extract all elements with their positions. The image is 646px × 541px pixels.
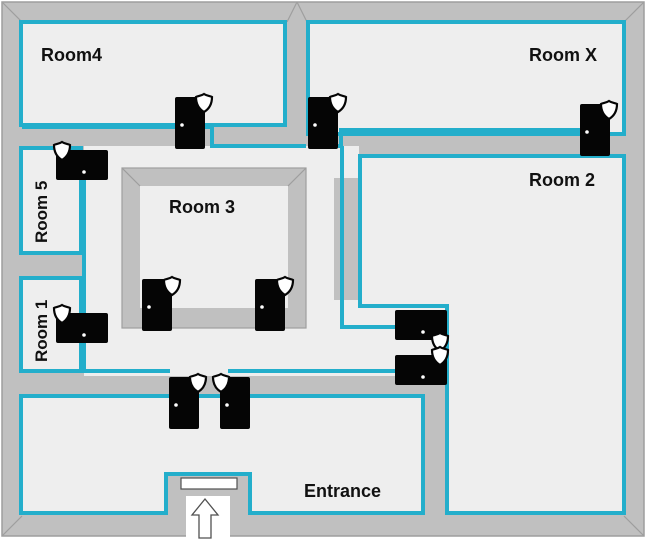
roomx-label: Room X <box>529 45 597 65</box>
entrance-label: Entrance <box>304 481 381 501</box>
room2[interactable] <box>358 154 626 515</box>
up-arrow-icon <box>190 497 220 539</box>
corridor-edges <box>22 125 580 373</box>
room2-label: Room 2 <box>529 170 595 190</box>
room4-label: Room4 <box>41 45 102 65</box>
entrance-room[interactable] <box>19 394 425 515</box>
room3-label: Room 3 <box>169 197 235 217</box>
room4[interactable] <box>19 20 287 127</box>
room-x[interactable] <box>306 20 626 136</box>
room5-label: Room 5 <box>32 181 51 243</box>
room1-label: Room 1 <box>32 300 51 362</box>
